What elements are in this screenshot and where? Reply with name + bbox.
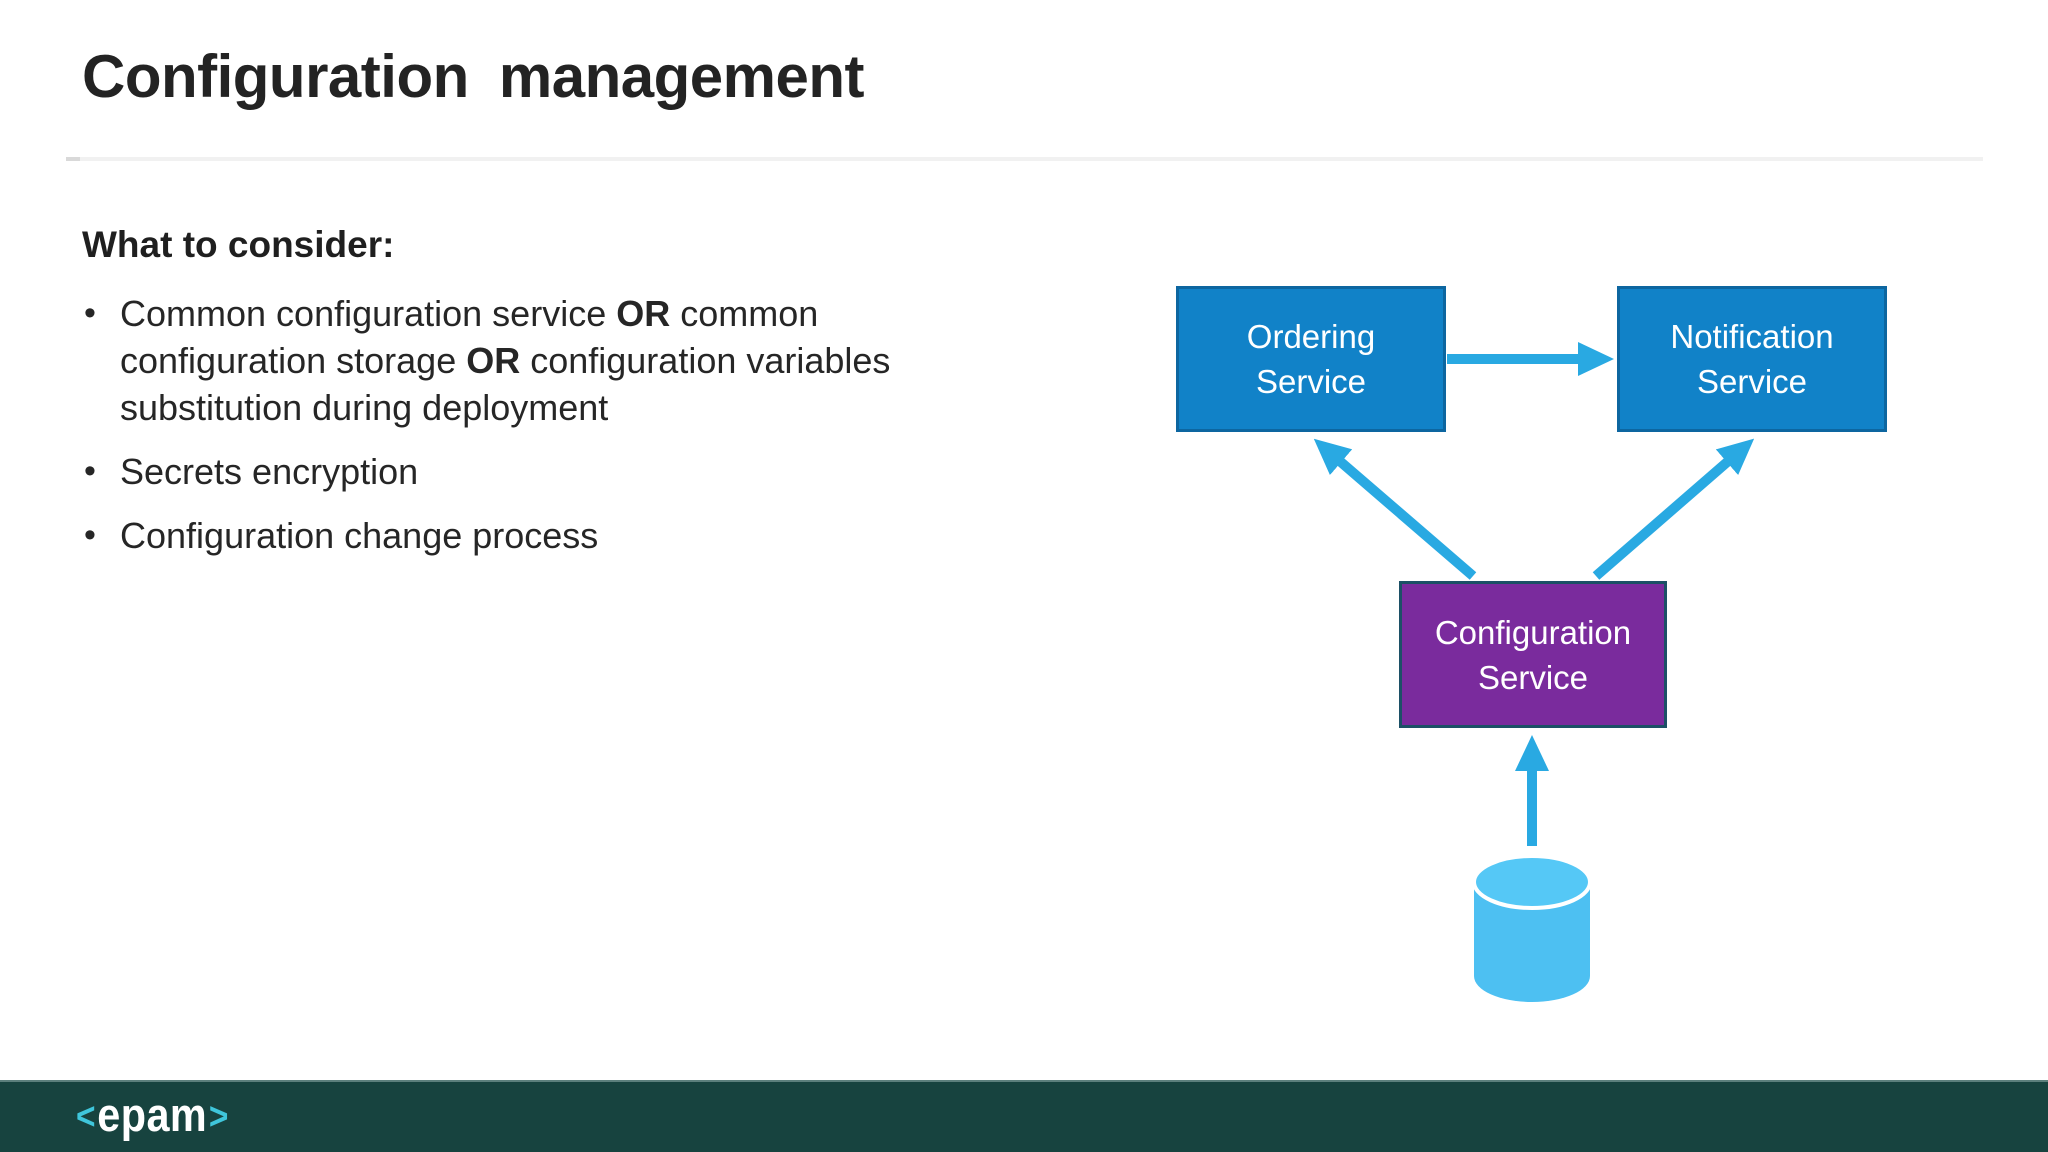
footer-bar: < epam > [0,1080,2048,1152]
diagram-node-notification-service: Notification Service [1617,286,1887,432]
arrow-configuration-to-ordering [1313,438,1477,580]
bullet1-or-2: OR [466,340,521,381]
ordering-service-label: Ordering Service [1246,318,1376,400]
considerations-list: Common configuration service OR common c… [82,290,994,559]
considerations-section: What to consider: Common configuration s… [82,224,994,576]
configuration-service-label: Configuration Service [1434,613,1632,696]
epam-logo-text: epam [97,1087,208,1141]
bullet1-or-1: OR [616,293,671,334]
list-item-configuration-change-process: Configuration change process [82,512,994,559]
considerations-heading: What to consider: [82,224,395,265]
diagram-node-ordering-service: Ordering Service [1176,286,1446,432]
title-divider [66,157,1983,161]
list-item-configuration-options: Common configuration service OR common c… [82,290,994,431]
page-title: Configuration management [82,43,865,110]
epam-logo-open-bracket-icon: < [76,1096,96,1138]
bullet1-text-3: configuration variables substitution dur… [120,340,891,428]
notification-service-label: Notification Service [1670,318,1834,400]
diagram-node-configuration-service: Configuration Service [1399,581,1667,728]
list-item-secrets-encryption: Secrets encryption [82,448,994,495]
arrow-configuration-to-notification [1592,438,1755,580]
database-cylinder-icon [1472,854,1592,1002]
bullet1-text-2: common configuration storage [120,293,819,381]
epam-logo-close-bracket-icon: > [208,1096,229,1138]
epam-logo: < epam > [76,1091,228,1144]
bullet1-text-1: Common configuration service [120,293,617,334]
